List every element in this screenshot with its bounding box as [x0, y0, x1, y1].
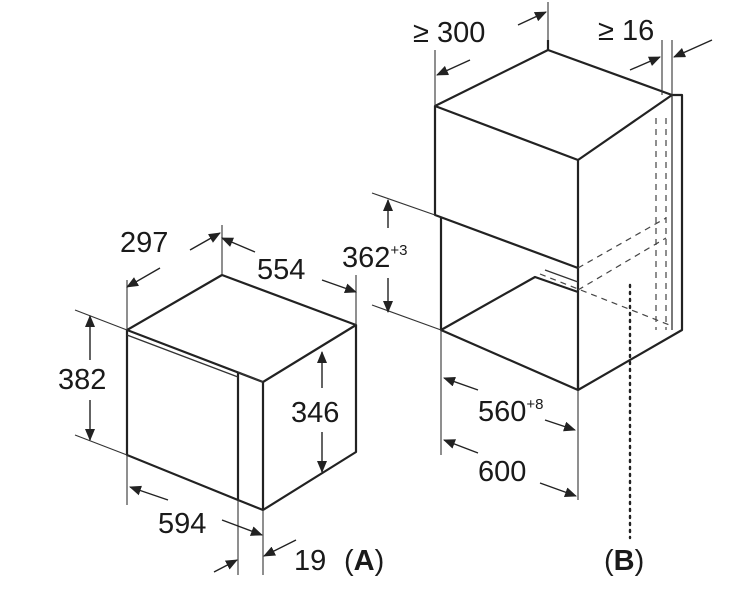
dim-arrow-297	[126, 267, 161, 288]
dim-opening-height-tolerance: +3	[390, 242, 407, 259]
dim-width-top-label: 554	[257, 254, 305, 286]
dim-arrow-594	[221, 519, 263, 536]
niche-shelf	[440, 275, 579, 331]
dim-arrow-16	[673, 39, 713, 58]
dim-arrow-300	[436, 59, 471, 76]
dim-front-height-label: 346	[291, 397, 339, 429]
ext-line	[371, 192, 436, 216]
dim-min-gap-label: ≥ 16	[598, 15, 654, 47]
dim-width-front-label: 594	[158, 508, 206, 540]
dim-depth-label: 297	[120, 227, 168, 259]
label-a: (A)	[344, 545, 384, 577]
dim-arrow-554	[221, 237, 256, 253]
dim-offset-label: 19	[294, 545, 326, 577]
niche-ceiling	[544, 269, 579, 283]
hidden-line	[539, 273, 673, 327]
dim-height-label: 382	[58, 364, 106, 396]
niche-drawing: ≥ 300 ≥ 16 362+3 560+8 600 (B)	[342, 2, 713, 577]
dim-opening-height-value: 362	[342, 242, 390, 274]
dim-arrow-300	[517, 11, 547, 26]
appliance-door-edge	[237, 371, 264, 383]
dim-cabinet-width-label: 600	[478, 456, 526, 488]
dim-opening-width-label: 560+8	[478, 396, 544, 428]
dim-arrow-19	[213, 559, 238, 573]
ext-line	[371, 304, 442, 331]
dim-min-depth-label: ≥ 300	[413, 17, 485, 49]
dim-arrow-554	[321, 279, 357, 294]
dim-arrow-594	[129, 485, 169, 501]
dim-arrow-600	[443, 439, 479, 454]
dim-opening-width-value: 560	[478, 396, 526, 428]
appliance-door-panel	[236, 372, 264, 512]
ext-line	[74, 309, 128, 331]
label-b-letter: B	[614, 545, 635, 577]
niche-opening-left	[439, 218, 580, 392]
upper-cabinet-top	[434, 48, 674, 161]
dim-arrow-600	[539, 482, 577, 497]
appliance-front-face	[261, 325, 358, 512]
hidden-line	[577, 237, 667, 291]
ext-line	[74, 434, 128, 456]
upper-cabinet-front	[433, 104, 580, 270]
label-a-letter: A	[354, 545, 375, 577]
dim-opening-height-label: 362+3	[342, 242, 408, 274]
appliance-drawing: 297 554 382 346 594 19 (A)	[58, 225, 384, 577]
label-b: (B)	[604, 545, 644, 577]
dim-arrow-297	[189, 232, 221, 251]
dim-arrow-560	[544, 419, 576, 432]
dim-arrow-16	[629, 56, 661, 71]
dim-opening-width-tolerance: +8	[526, 396, 543, 413]
dim-arrow-19	[263, 539, 297, 557]
dim-arrow-560	[443, 376, 479, 391]
hidden-line	[577, 217, 667, 269]
appliance-front-panel-line	[126, 334, 239, 378]
